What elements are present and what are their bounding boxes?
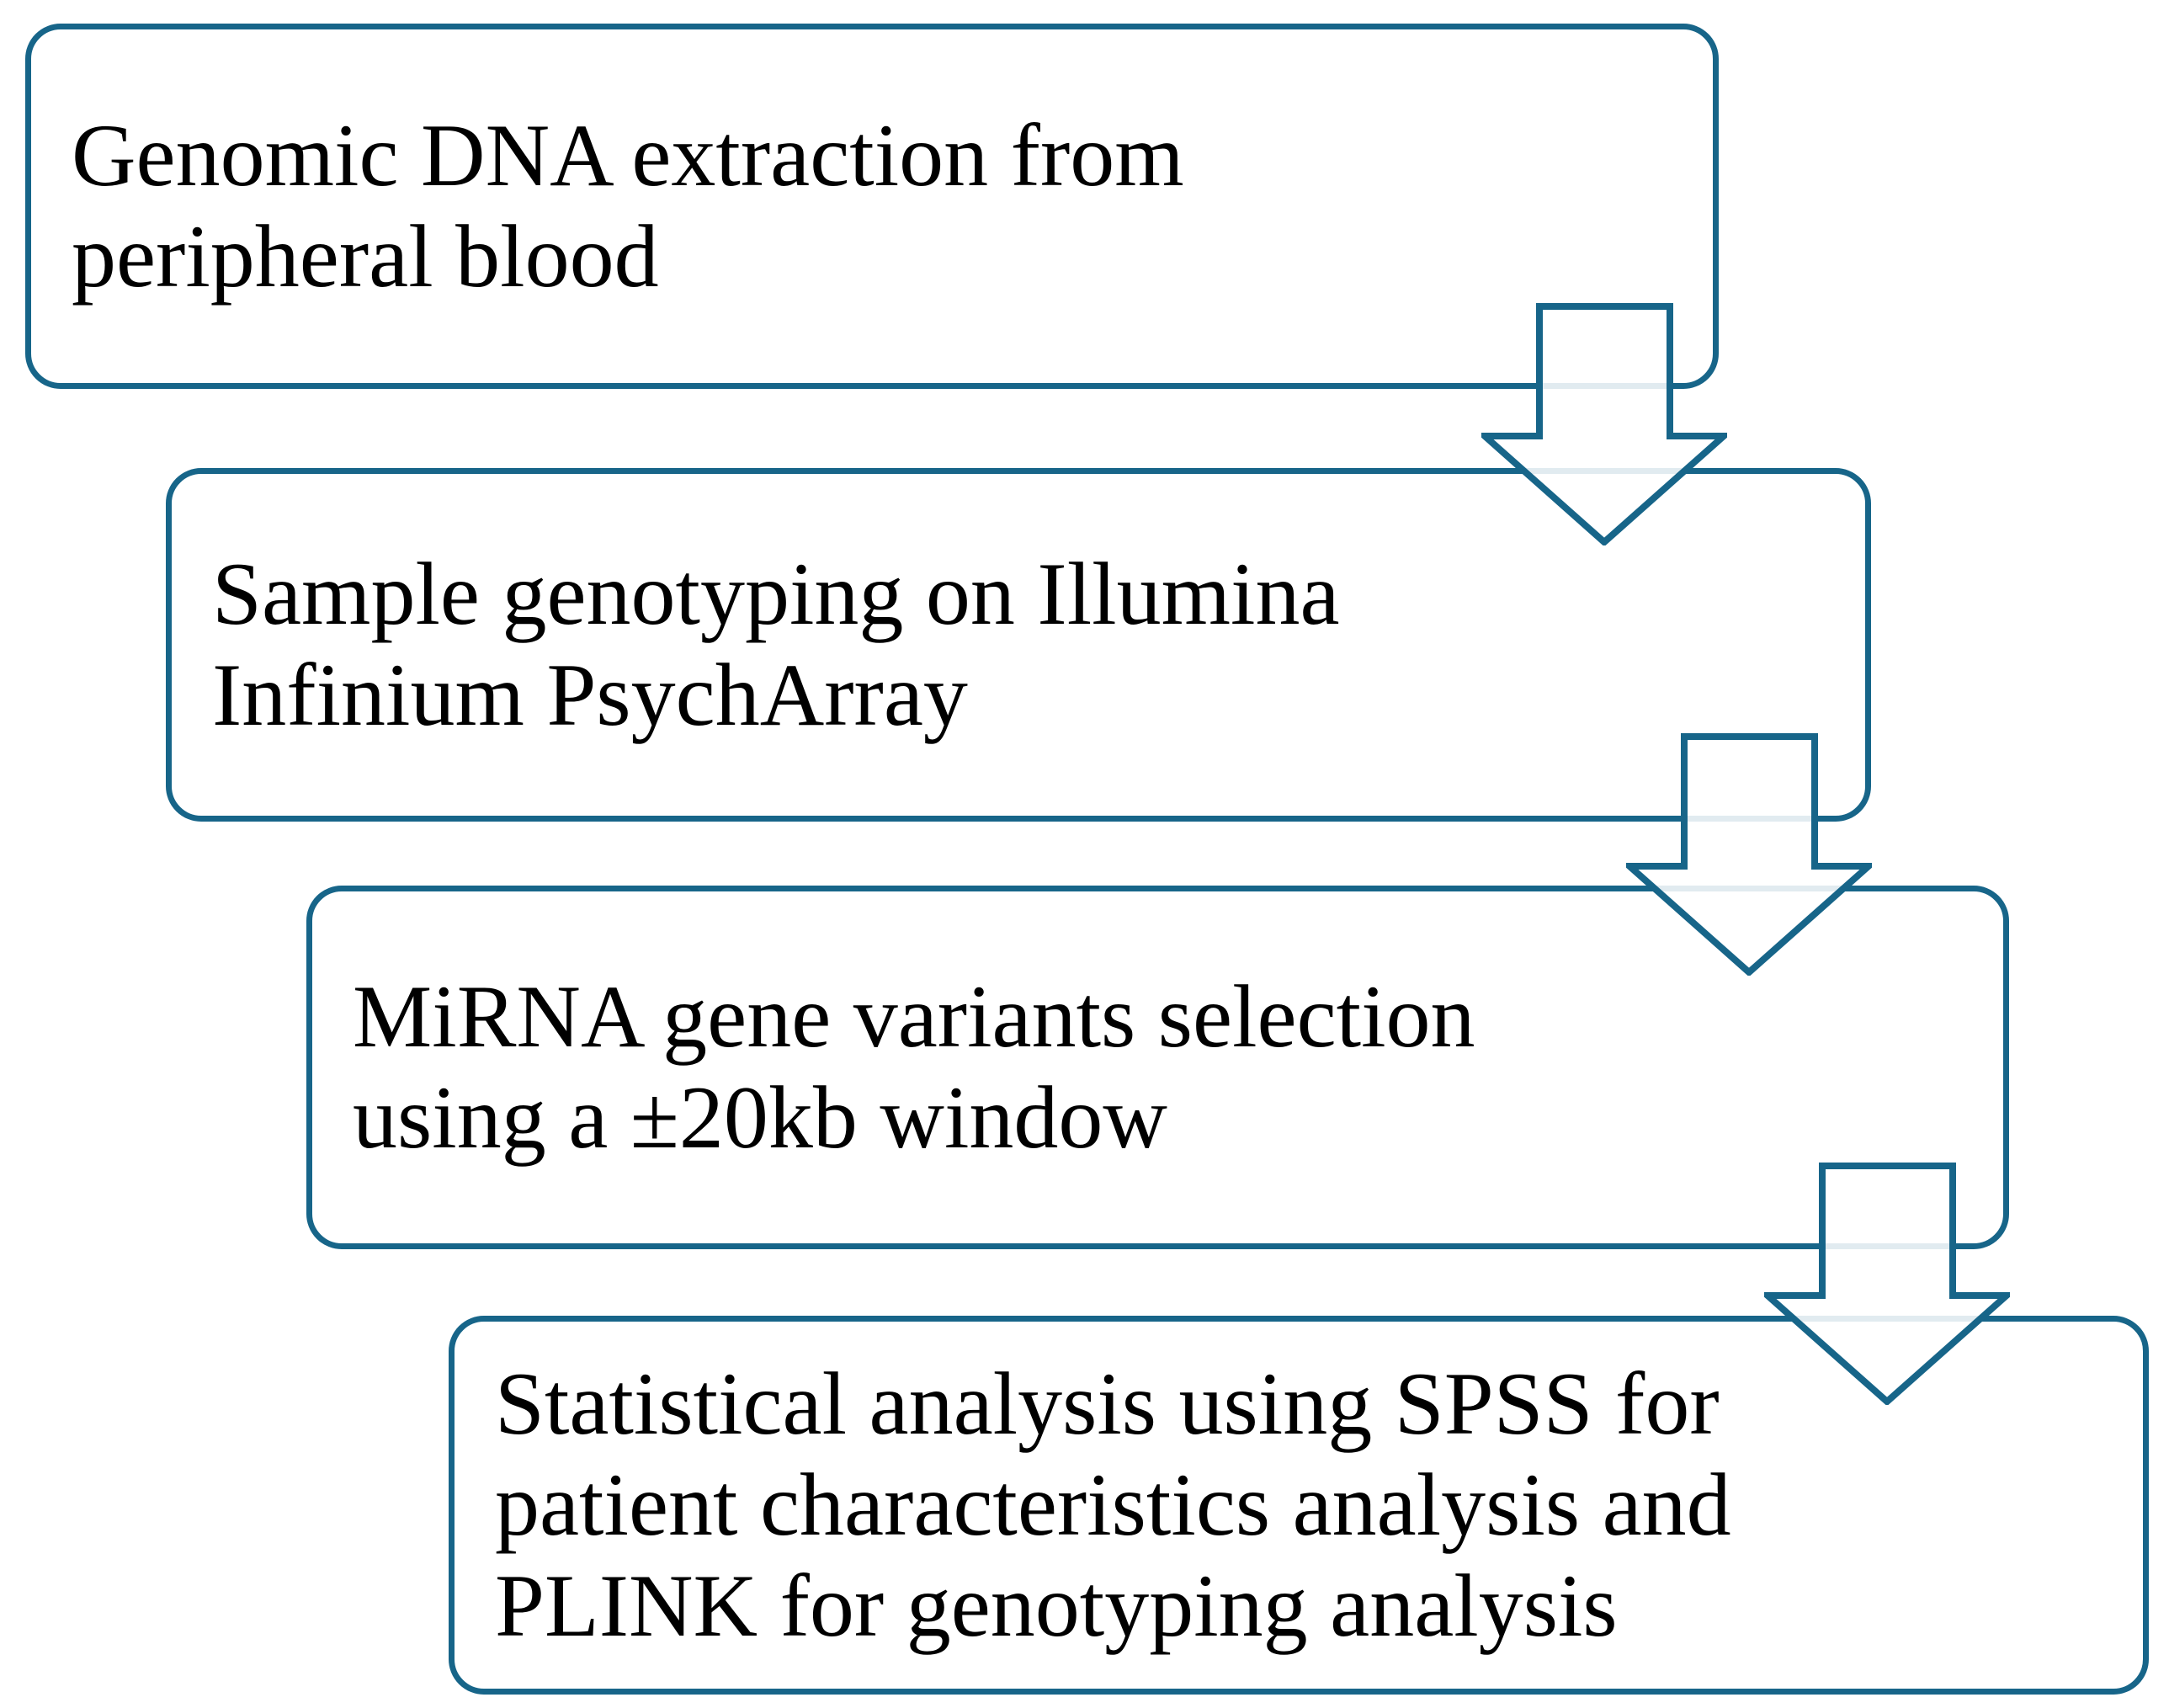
flow-step-4-text-line-3: PLINK for genotyping analysis [495, 1556, 1618, 1655]
flow-step-1-box: Genomic DNA extraction from peripheral b… [25, 24, 1719, 389]
down-arrow-icon [1764, 1163, 2010, 1405]
flow-step-2-text-line-2: Infinium PsychArray [212, 646, 968, 744]
flow-step-2-text-line-1: Sample genotyping on Illumina [212, 545, 1340, 643]
down-arrow-icon [1626, 733, 1872, 976]
flow-step-1-text-line-1: Genomic DNA extraction from [72, 106, 1184, 205]
flow-step-4-text-line-1: Statistical analysis using SPSS for [495, 1354, 1720, 1453]
down-arrow-icon [1481, 303, 1727, 545]
flow-step-4-text-line-2: patient characteristics analysis and [495, 1455, 1731, 1554]
flow-step-1-text-line-2: peripheral blood [72, 207, 659, 306]
flow-step-3-text-line-2: using a ±20kb window [353, 1068, 1167, 1167]
flow-step-3-text-line-1: MiRNA gene variants selection [353, 967, 1475, 1066]
